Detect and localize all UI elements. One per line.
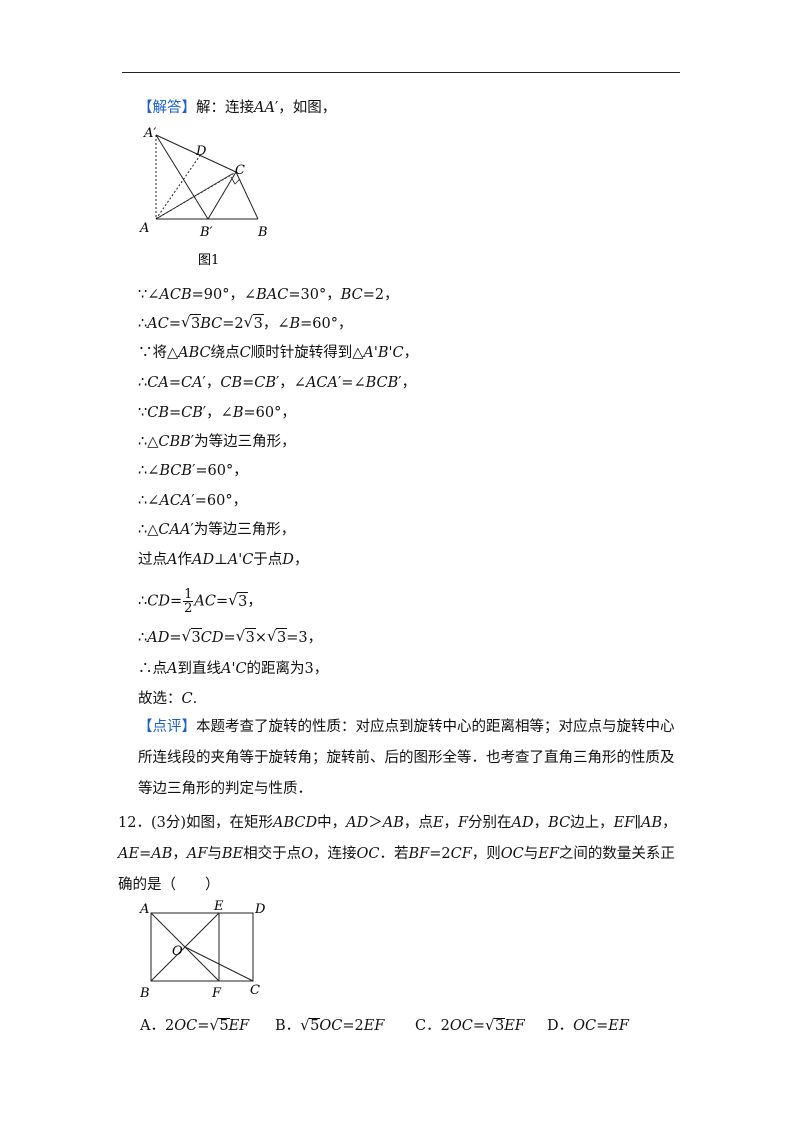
step-1: ∵∠ACB=90°，∠BAC=30°，BC=2， — [138, 287, 399, 303]
step-7: ∴∠BCB′=60°， — [138, 463, 248, 479]
step-5: ∵CB=CB′，∠B=60°， — [138, 405, 296, 421]
comment-tag: 【点评】 — [138, 719, 196, 735]
step-3: ∵将△ABC绕点C顺时针旋转得到△A'B'C， — [138, 345, 419, 361]
fig1-label-a-prime: A′ — [143, 126, 156, 141]
figure-q12: A E D O B F C — [139, 899, 266, 1001]
q12-label-e: E — [213, 899, 224, 914]
figure-1: A′ D C A B′ B 图1 — [139, 126, 268, 268]
fig1-label-b: B — [257, 225, 268, 240]
q12-label-d: D — [254, 902, 266, 917]
q12-label-c: C — [250, 983, 260, 998]
q12-label-a: A — [139, 902, 149, 917]
step-10: 过点A作AD⊥A'C于点D， — [138, 552, 309, 568]
header-rule — [122, 72, 680, 73]
question-12-text: 12．(3分)如图，在矩形ABCD中，AD＞AB，点E，F分别在AD，BC边上，… — [118, 815, 677, 893]
step-14: 故选：C. — [138, 691, 198, 707]
comment-block: 【点评】本题考查了旋转的性质：对应点到旋转中心的距离相等；对应点与旋转中心所连线… — [138, 712, 683, 805]
step-2: ∴AC=3BC=23，∠B=60°， — [138, 312, 353, 334]
q12-options: A．2OC=5EF B．5OC=2EF C．2OC=3EF D．OC=EF — [140, 1014, 680, 1035]
fig1-label-a: A — [139, 221, 149, 236]
answer-tag: 【解答】 — [138, 100, 196, 116]
comment-text: 本题考查了旋转的性质：对应点到旋转中心的距离相等；对应点与旋转中心所连线段的夹角… — [138, 719, 675, 797]
fig1-label-d: D — [195, 144, 207, 159]
q12-option-c[interactable]: C．2OC=3EF — [415, 1014, 547, 1035]
q12-label-b: B — [139, 986, 150, 1001]
q12-option-a[interactable]: A．2OC=5EF — [140, 1014, 275, 1035]
step-13: ∴点A到直线A'C的距离为3， — [138, 661, 329, 677]
answer-intro-line: 【解答】解：连接AA′，如图， — [138, 98, 336, 118]
fig1-label-b-prime: B′ — [199, 225, 213, 240]
step-4: ∴CA=CA′，CB=CB′，∠ACA′=∠BCB′， — [138, 375, 417, 391]
q12-option-b[interactable]: B．5OC=2EF — [275, 1014, 415, 1035]
q12-label-f: F — [211, 986, 222, 1001]
answer-intro: 解：连接AA′，如图， — [196, 100, 337, 116]
step-9: ∴△CAA′为等边三角形， — [138, 522, 296, 538]
step-8: ∴∠ACA′=60°， — [138, 493, 248, 509]
fig1-label-c: C — [235, 163, 245, 178]
fig1-caption: 图1 — [198, 253, 219, 268]
step-12: ∴AD=3CD=3×3=3， — [138, 626, 322, 648]
step-6: ∴△CBB′为等边三角形， — [138, 434, 296, 450]
q12-option-d[interactable]: D．OC=EF — [547, 1018, 629, 1034]
q12-label-o: O — [172, 944, 183, 959]
